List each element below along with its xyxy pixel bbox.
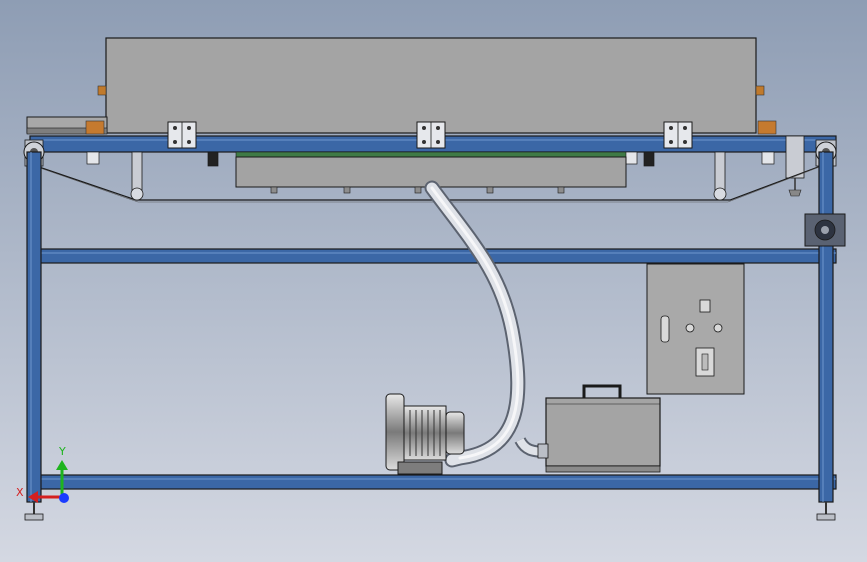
hinge-center — [416, 121, 446, 149]
coordinate-axis-triad-icon — [28, 460, 69, 503]
electrical-box — [537, 384, 661, 473]
belt-support-right — [713, 151, 727, 201]
hinge-left — [167, 121, 197, 149]
axis-x-label: X — [16, 486, 24, 499]
vacuum-blower — [385, 393, 465, 475]
top-housing — [97, 37, 765, 134]
control-panel — [646, 263, 745, 395]
feed-tray — [26, 116, 777, 135]
frame-middle-rail — [29, 248, 837, 264]
rail-clips — [86, 151, 775, 167]
frame-bottom-rail — [29, 474, 837, 490]
belt-support-left — [130, 151, 144, 201]
frame-leg-left — [24, 151, 44, 521]
frame-leg-right — [816, 151, 836, 521]
belt-tensioner — [785, 135, 805, 197]
axis-y-label: Y — [58, 445, 66, 458]
drive-motor — [804, 213, 846, 247]
hinge-right — [663, 121, 693, 149]
